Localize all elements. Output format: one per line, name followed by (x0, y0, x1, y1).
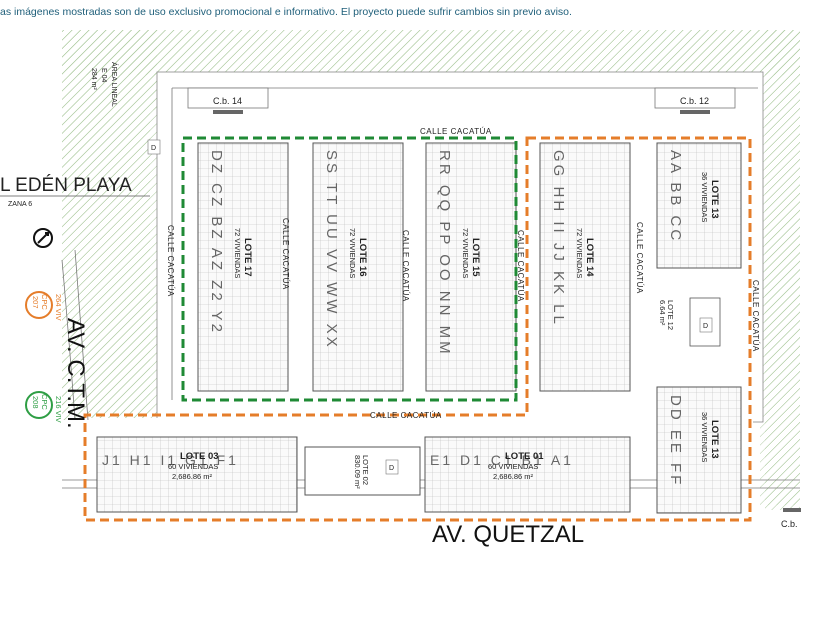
lote01-sub: 60 VIVIENDAS (488, 462, 538, 471)
lote02-title: LOTE 02 (361, 455, 370, 485)
street-calle-top: CALLE CACATÚA (420, 127, 492, 136)
cb12-bay (654, 87, 736, 109)
north-arrow-icon (33, 228, 53, 248)
cb12-label: C.b. 12 (680, 96, 709, 106)
green-boundary (181, 136, 518, 402)
codes-lote17: DZ CZ BZ AZ Z2 Y2 (208, 150, 225, 335)
street-calle-v1: CALLE CACATÚA (166, 225, 175, 297)
cpc-207-label: CPC (40, 294, 49, 310)
lote14-title: LOTE 14 (584, 238, 595, 277)
disclaimer-text: as imágenes mostradas son de uso exclusi… (0, 6, 572, 18)
lote02-area: 830.09 m² (353, 455, 362, 489)
cb14-bar (213, 110, 243, 114)
lote03-area: 2,686.86 m² (172, 472, 213, 481)
lote13b-title: LOTE 13 (709, 420, 720, 459)
subdivision-sub: ZANA 6 (8, 201, 32, 208)
lote13b-sub: 36 VIVIENDAS (700, 412, 709, 462)
lote17-title: LOTE 17 (242, 238, 253, 277)
cb14-bay (187, 87, 269, 109)
cb12-bar (680, 110, 710, 114)
lote15-sub: 72 VIVIENDAS (461, 228, 470, 278)
lote13a-title: LOTE 13 (709, 180, 720, 219)
road-av-quetzal: AV. QUETZAL (432, 521, 584, 548)
codes-lote13b: DD EE FF (667, 395, 684, 487)
road-av-ctm: AV. C.T.M. (62, 318, 89, 429)
cpc-208-label: CPC (40, 394, 49, 410)
street-calle-v3: CALLE CACATÚA (401, 230, 410, 302)
lote17-sub: 72 VIVIENDAS (233, 228, 242, 278)
area-lineal-line2: E 04 (100, 68, 107, 83)
cpc-207-number: 207 (31, 296, 40, 309)
area-lineal-line3: 284 m² (90, 68, 97, 90)
cpc-208-number: 208 (31, 396, 40, 409)
d-markers: D D D (147, 139, 713, 475)
lote01-title: LOTE 01 (505, 451, 544, 462)
codes-lote03: J1 H1 I1 G1 F1 (102, 452, 239, 468)
cb-right-label: C.b. (781, 519, 798, 529)
codes-lote15: RR QQ PP OO NN MM (436, 150, 453, 357)
svg-text:D: D (703, 323, 708, 330)
codes-lote01: E1 D1 C1 B1 A1 (430, 452, 574, 468)
cpc-208-viv: 216 VIV (54, 396, 63, 423)
lote15-title: LOTE 15 (470, 238, 481, 277)
cb-right-bar (783, 508, 801, 512)
block-codes: DZ CZ BZ AZ Z2 Y2 SS TT UU VV WW XX RR Q… (102, 150, 684, 487)
street-calle-v6: CALLE CACATÚA (751, 280, 760, 352)
cb14-label: C.b. 14 (213, 96, 242, 106)
subdivision-name: L EDÉN PLAYA (0, 175, 132, 196)
street-calle-v5: CALLE CACATÚA (635, 222, 644, 294)
codes-lote14: GG HH II JJ KK LL (550, 150, 567, 327)
lote14-sub: 72 VIVIENDAS (575, 228, 584, 278)
lote12-area: 6.64 m² (658, 300, 667, 326)
lote03-sub: 60 VIVIENDAS (168, 462, 218, 471)
housing-blocks (96, 142, 742, 514)
svg-text:D: D (389, 465, 394, 472)
street-calle-bottom: CALLE CACATÚA (370, 411, 442, 420)
street-calle-v2: CALLE CACATÚA (281, 218, 290, 290)
lote03-title: LOTE 03 (180, 451, 219, 462)
street-calle-v4: CALLE CACATÚA (516, 230, 525, 302)
svg-text:D: D (151, 145, 156, 152)
cpc-207: CPC 207 264 VIV (25, 291, 63, 321)
area-lineal-line1: ÁREA LINEAL (110, 62, 119, 107)
cpc-208: CPC 208 216 VIV (25, 391, 63, 423)
lote16-title: LOTE 16 (357, 238, 368, 277)
lote13a-sub: 36 VIVIENDAS (700, 172, 709, 222)
lote01-area: 2,686.86 m² (493, 472, 534, 481)
codes-lote13a: AA BB CC (667, 150, 684, 243)
lote16-sub: 72 VIVIENDAS (348, 228, 357, 278)
cpc-207-viv: 264 VIV (54, 294, 63, 321)
codes-lote16: SS TT UU VV WW XX (323, 150, 340, 350)
lote12-title: LOTE 12 (666, 300, 675, 330)
